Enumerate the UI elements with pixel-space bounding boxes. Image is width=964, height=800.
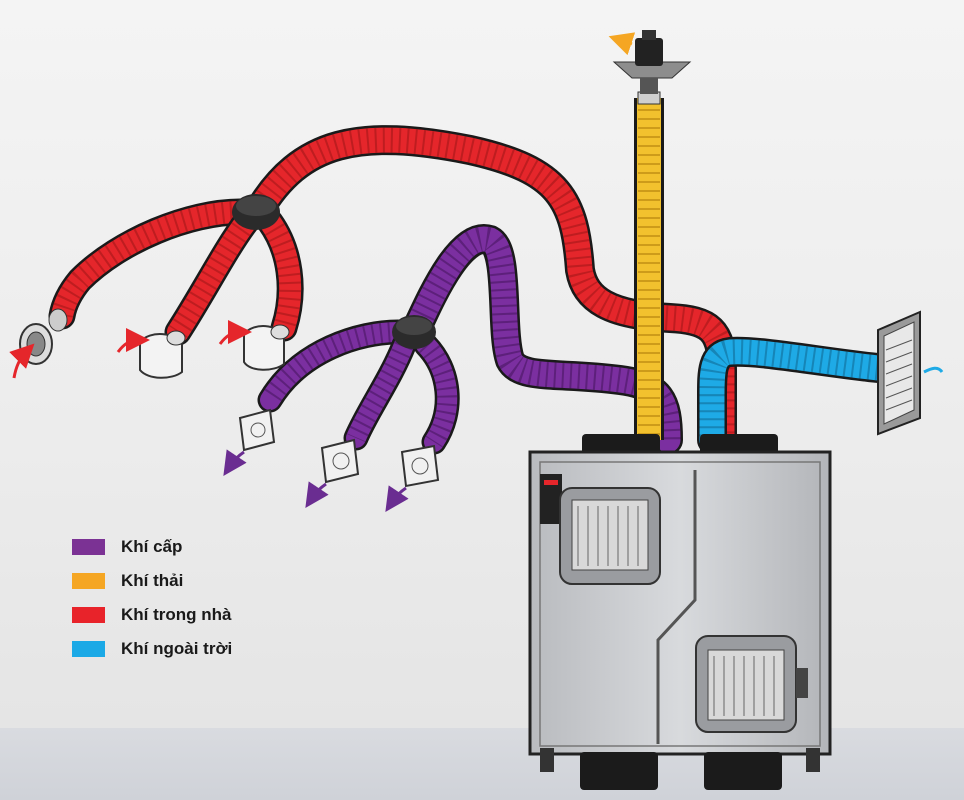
legend-swatch-outdoor [72, 641, 105, 657]
bottom-right-collar [704, 752, 782, 790]
hrv-unit [528, 434, 832, 790]
indoor-air-duct [48, 125, 737, 455]
legend-label-indoor: Khí trong nhà [121, 605, 232, 624]
legend: Khí cấp Khí thải Khí trong nhà Khí ngoài… [72, 530, 232, 666]
legend-item-indoor: Khí trong nhà [72, 598, 232, 632]
legend-label-supply: Khí cấp [121, 537, 183, 556]
legend-item-exhaust: Khí thải [72, 564, 232, 598]
legend-label-outdoor: Khí ngoài trời [121, 639, 233, 658]
exhaust-air-duct [634, 91, 664, 440]
ceiling-diffuser-icon [305, 438, 360, 508]
legend-item-supply: Khí cấp [72, 530, 232, 564]
ceiling-diffuser-icon [223, 408, 276, 476]
legend-swatch-supply [72, 539, 105, 555]
bottom-left-collar [580, 752, 658, 790]
ceiling-diffuser-icon [116, 328, 186, 379]
legend-label-exhaust: Khí thải [121, 571, 184, 590]
ceiling-diffuser-icon [385, 444, 440, 512]
legend-swatch-indoor [72, 607, 105, 623]
round-vent-icon [9, 308, 68, 379]
outdoor-air-duct [697, 336, 893, 455]
fan-blower-icon [559, 487, 661, 585]
legend-item-outdoor: Khí ngoài trời [72, 632, 232, 666]
roof-cap-icon [608, 30, 692, 94]
ceiling-diffuser-icon [218, 320, 290, 371]
fan-blower-icon [695, 635, 808, 733]
supply-air-duct [257, 224, 683, 455]
wall-grille-icon [877, 310, 944, 436]
legend-swatch-exhaust [72, 573, 105, 589]
